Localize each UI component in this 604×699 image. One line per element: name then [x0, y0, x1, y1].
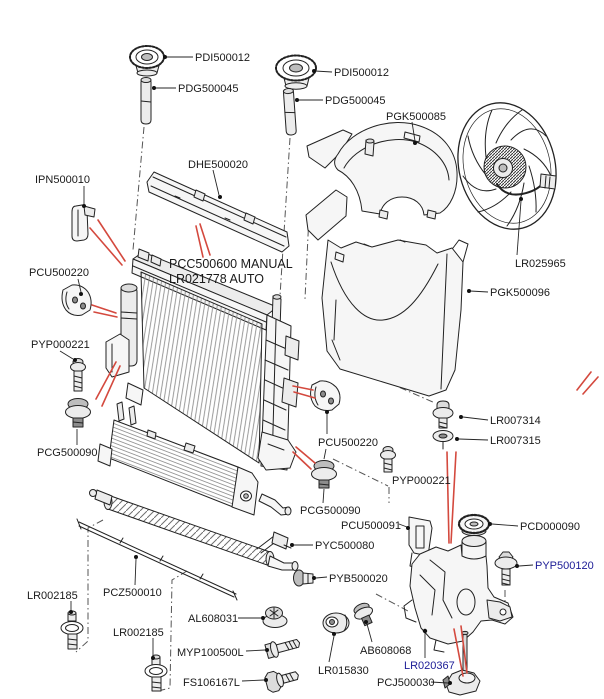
bolt-fs106167l — [264, 670, 299, 693]
screw-pyp000221-center — [380, 446, 396, 473]
cooling-fan-lr025965 — [457, 102, 557, 230]
label-lr007315: LR007315 — [490, 435, 541, 447]
parts-linework — [60, 45, 557, 696]
label-pcg500090-center: PCG500090 — [300, 505, 361, 517]
label-pdg500045-left: PDG500045 — [178, 83, 239, 95]
label-pcu500091: PCU500091 — [341, 520, 401, 532]
push-clip-lr002185-b — [144, 654, 168, 692]
radiator-mount-pin-left — [140, 77, 152, 125]
upper-fan-shroud-pgk500085 — [306, 122, 458, 220]
radiator-pcc500600 — [105, 248, 300, 471]
label-lr002185-b: LR002185 — [113, 627, 164, 639]
bracket-ipn500010 — [71, 204, 96, 242]
oil-cooler-pcz500010 — [76, 489, 299, 601]
label-pgk500096: PGK500096 — [490, 287, 550, 299]
bushing-lr015830 — [322, 612, 350, 634]
nut-al608031 — [262, 606, 288, 628]
label-pdg500045-right: PDG500045 — [325, 95, 386, 107]
label-lr007314: LR007314 — [490, 415, 541, 427]
label-pcz500010: PCZ500010 — [103, 587, 162, 599]
radiator-mount-pin-right — [282, 88, 297, 136]
part-labels: PDI500012 PDG500045 PDI500012 PDG500045 … — [27, 52, 594, 689]
label-pdi500012-right: PDI500012 — [334, 67, 389, 79]
label-pyp000221-left: PYP000221 — [31, 339, 90, 351]
washer-lr007315 — [432, 430, 454, 450]
plug-pyb500020 — [293, 569, 314, 587]
expansion-tank-lr020367 — [403, 535, 514, 653]
label-dhe500020: DHE500020 — [188, 159, 248, 171]
clip-pcu500220-center — [310, 380, 341, 411]
label-pgk500085: PGK500085 — [386, 111, 446, 123]
label-pcd000090: PCD000090 — [520, 521, 580, 533]
label-pcg500090-left: PCG500090 — [37, 447, 98, 459]
label-lr015830: LR015830 — [318, 665, 369, 677]
assembly-centerlines — [75, 126, 506, 692]
push-clip-lr002185-a — [60, 610, 84, 650]
clip-pyc500080 — [256, 531, 292, 554]
label-lr020367: LR020367 — [404, 660, 455, 672]
leader-lines — [59, 55, 534, 685]
screw-lr007314 — [432, 400, 454, 429]
label-pyb500020: PYB500020 — [329, 573, 388, 585]
label-pyp000221-center: PYP000221 — [392, 475, 451, 487]
label-pcc500600-manual: PCC500600 MANUAL — [169, 257, 293, 271]
label-pcj500030: PCJ500030 — [377, 677, 435, 689]
label-fs106167l: FS106167L — [183, 677, 240, 689]
radiator-mount-cap-left — [129, 45, 165, 77]
radiator-mount-cap-right — [275, 54, 317, 90]
intercooler — [97, 401, 292, 516]
clip-pcu500220-left — [61, 284, 92, 316]
label-pcu500220-left: PCU500220 — [29, 267, 89, 279]
grommet-pcg500090-left — [65, 398, 91, 428]
label-pcu500220-center: PCU500220 — [318, 437, 378, 449]
assembly-arrows-red — [89, 219, 599, 677]
lower-fan-shroud-pgk500096 — [305, 189, 469, 397]
bolt-myp100500l — [264, 638, 301, 659]
label-lr021778-auto: LR021778 AUTO — [169, 272, 264, 286]
grommet-ab608068 — [353, 602, 374, 627]
label-lr002185-a: LR002185 — [27, 590, 78, 602]
screw-pyp500120 — [494, 551, 518, 586]
label-pyp500120: PYP500120 — [535, 560, 594, 572]
grommet-pcg500090-center — [311, 460, 337, 489]
label-pdi500012-left: PDI500012 — [195, 52, 250, 64]
label-myp100500l: MYP100500L — [177, 647, 244, 659]
seal-panel-dhe500020 — [146, 171, 290, 253]
label-ipn500010: IPN500010 — [35, 174, 90, 186]
screw-pyp000221-left — [70, 358, 86, 392]
cap-pcd000090 — [457, 513, 491, 536]
label-lr025965: LR025965 — [515, 258, 566, 270]
label-al608031: AL608031 — [188, 613, 238, 625]
label-ab608068: AB608068 — [360, 645, 411, 657]
label-pyc500080: PYC500080 — [315, 540, 374, 552]
